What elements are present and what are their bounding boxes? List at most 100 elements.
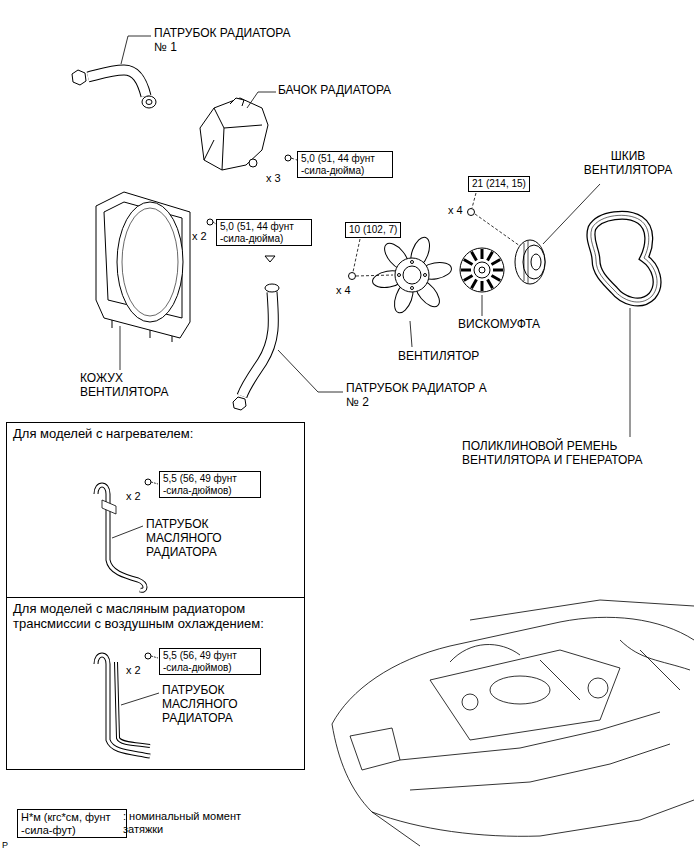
radiator-reservoir	[249, 159, 257, 167]
fan-shroud	[207, 219, 213, 225]
vehicle-engine-bay	[430, 650, 620, 740]
dashed-line	[475, 214, 520, 246]
part-label: ПАТРУБОК РАДИАТОР А № 2	[346, 382, 496, 410]
vehicle-engine-bay	[332, 617, 694, 724]
dashed-line	[356, 275, 393, 276]
drive-belt	[591, 215, 657, 302]
radiator-hose-2	[233, 256, 279, 410]
quantity-label: x 2	[126, 490, 141, 503]
radiator-hose-1	[72, 70, 86, 85]
torque-legend-box: Н*м (кгс*см, фунт -сила-фут)	[17, 809, 127, 838]
vehicle-engine-bay	[372, 800, 694, 836]
radiator-hose-2	[242, 292, 273, 396]
leader-line	[278, 350, 343, 392]
drive-belt	[591, 215, 657, 302]
inset-panel: Для моделей с нагревателем: 5,5 (56, 49 ф…	[6, 422, 305, 598]
fan-pulley	[531, 254, 541, 270]
radiator-hose-1	[88, 70, 146, 96]
fan-pulley	[515, 240, 545, 284]
quantity-label: x 2	[126, 664, 141, 677]
viscous-coupling	[474, 262, 490, 278]
radiator-reservoir	[200, 98, 291, 170]
vehicle-engine-bay	[332, 724, 420, 846]
leader-line	[121, 693, 159, 705]
vehicle-engine-bay	[462, 694, 478, 710]
oil-cooler-tube	[116, 662, 150, 746]
torque-box: 5,0 (51, 44 фунт -сила-дюйма)	[297, 151, 393, 178]
vehicle-engine-bay	[588, 678, 608, 698]
radiator-reservoir	[230, 98, 244, 106]
torque-value: 5,0 (51, 44 фунт -сила-дюйма)	[301, 153, 389, 176]
cooling-fan	[398, 274, 401, 277]
radiator-hose-1	[146, 100, 152, 105]
torque-box: 5,5 (56, 49 фунт -сила-дюймов)	[159, 471, 261, 498]
viscous-coupling	[479, 267, 485, 273]
cooling-fan	[411, 287, 414, 290]
radiator-hose-1	[88, 70, 146, 96]
inset-panel: Для моделей с масляным радиатором трансм…	[6, 597, 305, 770]
oil-cooler-tube	[96, 485, 145, 590]
radiator-hose-1	[142, 96, 156, 108]
radiator-hose-2	[265, 256, 275, 262]
dashed-line	[472, 193, 476, 208]
part-label: БАЧОК РАДИАТОРА	[278, 84, 391, 98]
oil-cooler-tube	[145, 479, 151, 485]
vehicle-engine-bay	[350, 728, 400, 770]
panel-heading: Для моделей с масляным радиатором трансм…	[13, 602, 298, 632]
torque-box: 21 (214, 15)	[468, 176, 530, 192]
oil-cooler-tube	[116, 662, 150, 746]
torque-box: 5,5 (56, 49 фунт -сила-дюймов)	[159, 648, 261, 675]
cooling-fan	[403, 266, 421, 284]
torque-box: 10 (102, 7)	[345, 222, 401, 238]
fan-shroud	[122, 208, 178, 316]
fan-shroud	[117, 202, 183, 322]
cooling-fan	[424, 274, 427, 277]
fan-shroud	[96, 192, 190, 338]
drive-belt	[591, 215, 657, 302]
panel-heading: Для моделей с нагревателем:	[13, 427, 298, 442]
vehicle-engine-bay	[450, 640, 690, 700]
torque-value: 21 (214, 15)	[472, 178, 526, 190]
fan-pulley	[524, 241, 528, 283]
quantity-label: x 3	[266, 172, 281, 185]
viscous-coupling	[460, 248, 504, 292]
quantity-label: x 4	[336, 284, 351, 297]
leader-line	[410, 321, 412, 347]
oil-cooler-tube	[96, 655, 150, 756]
cooling-fan	[411, 261, 414, 264]
dashed-line	[353, 239, 360, 272]
torque-box: 5,0 (51, 44 фунт -сила-дюйма)	[216, 219, 312, 246]
radiator-reservoir	[200, 98, 268, 170]
cooling-fan	[395, 258, 429, 292]
oil-cooler-tube	[96, 485, 145, 590]
dashed-line	[151, 656, 158, 658]
leader-line	[120, 326, 121, 370]
quantity-label: x 2	[192, 230, 207, 243]
part-label: КОЖУХ ВЕНТИЛЯТОРА	[80, 372, 190, 400]
leader-line	[482, 295, 483, 316]
radiator-hose-2	[233, 397, 246, 410]
part-label: ПАТРУБОК РАДИАТОРА № 1	[154, 27, 304, 55]
viscous-coupling	[461, 249, 503, 291]
dashed-line	[151, 482, 158, 484]
oil-cooler-tube	[102, 500, 116, 514]
oil-cooler-tube	[96, 655, 150, 756]
part-label: ВИСКОМУФТА	[458, 318, 540, 332]
leader-line	[121, 36, 151, 64]
leader-line	[630, 308, 631, 437]
legend-note: : номинальный момент затяжки	[123, 810, 253, 835]
torque-value: Н*м (кгс*см, фунт -сила-фут)	[21, 811, 123, 836]
fan-shroud	[112, 320, 172, 342]
torque-value: 5,5 (56, 49 фунт -сила-дюймов)	[163, 650, 257, 673]
radiator-reservoir	[285, 155, 291, 161]
torque-value: 5,0 (51, 44 фунт -сила-дюйма)	[220, 221, 308, 244]
part-label: ПАТРУБОК МАСЛЯНОГО РАДИАТОРА	[162, 684, 262, 725]
part-label: ШКИВ ВЕНТИЛЯТОРА	[575, 150, 681, 178]
vehicle-engine-bay	[410, 744, 670, 790]
vehicle-engine-bay	[400, 712, 660, 760]
torque-value: 5,5 (56, 49 фунт -сила-дюймов)	[163, 473, 257, 496]
leader-line	[247, 92, 276, 108]
part-label: ПАТРУБОК МАСЛЯНОГО РАДИАТОРА	[146, 518, 246, 559]
radiator-hose-1	[72, 70, 156, 108]
